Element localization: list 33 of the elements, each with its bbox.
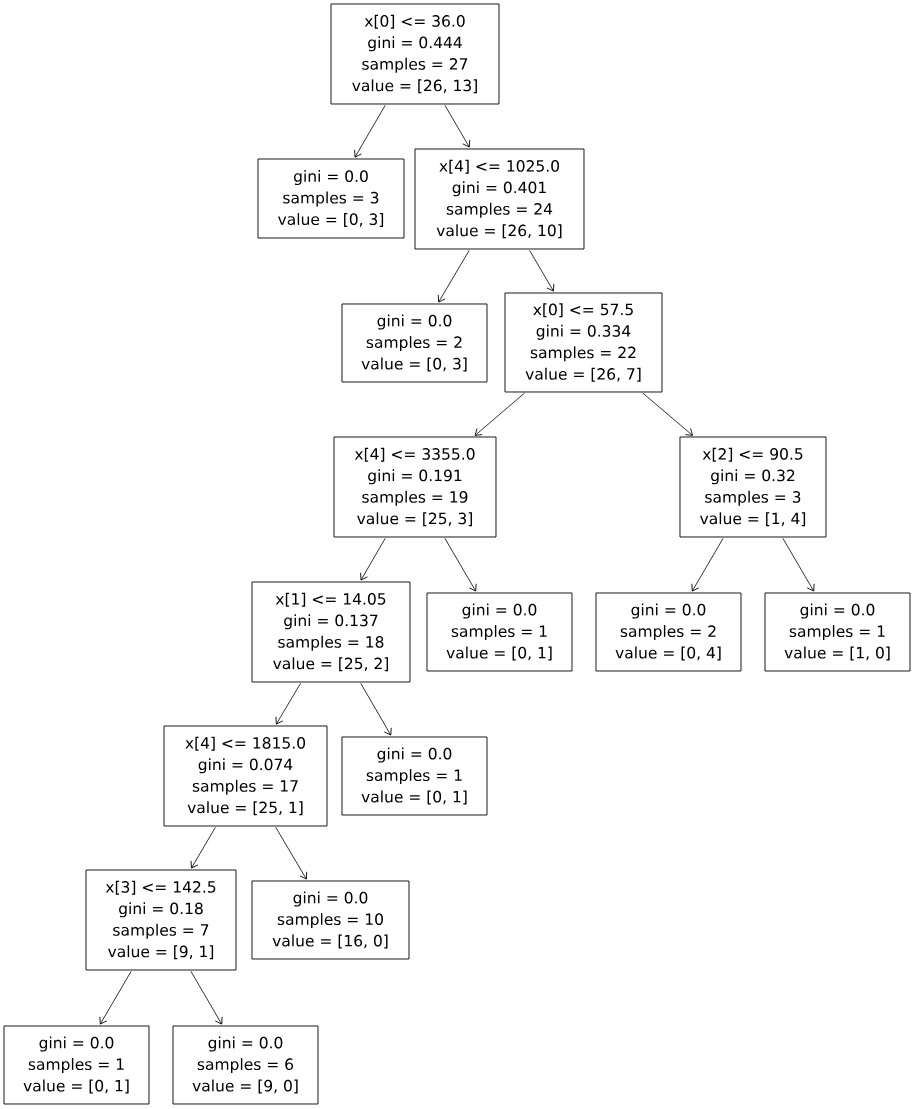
arrow <box>474 392 525 436</box>
arrow <box>782 537 815 592</box>
arrow <box>360 537 386 581</box>
tree-node-box: x[0] <= 57.5 gini = 0.334 samples = 22 value = [26, 7] <box>504 292 663 393</box>
tree-node-box: x[2] <= 90.5 gini = 0.32 samples = 3 value = [1, 4] <box>679 436 827 538</box>
arrow <box>642 392 693 436</box>
tree-node-box: gini = 0.0 samples = 2 value = [0, 3] <box>341 303 488 383</box>
arrow <box>691 537 724 592</box>
tree-node-box: gini = 0.0 samples = 1 value = [0, 1] <box>426 592 573 672</box>
tree-node-box: gini = 0.0 samples = 6 value = [9, 0] <box>172 1025 319 1105</box>
tree-node-box: x[3] <= 142.5 gini = 0.18 samples = 7 value = [9, 1] <box>85 869 237 971</box>
arrow <box>190 970 223 1025</box>
tree-node-box: x[4] <= 1815.0 gini = 0.074 samples = 17 value = [25, 1] <box>163 725 328 827</box>
arrow <box>190 826 216 869</box>
tree-node-box: gini = 0.0 samples = 3 value = [0, 3] <box>257 158 405 239</box>
tree-node-box: gini = 0.0 samples = 10 value = [16, 0] <box>251 880 410 960</box>
tree-node-box: gini = 0.0 samples = 1 value = [0, 1] <box>341 736 488 816</box>
tree-node-box: gini = 0.0 samples = 2 value = [0, 4] <box>595 592 742 672</box>
tree-node-box: x[0] <= 36.0 gini = 0.444 samples = 27 value = [26, 13] <box>330 3 500 105</box>
arrow <box>354 104 386 158</box>
tree-node-box: gini = 0.0 samples = 1 value = [0, 1] <box>3 1025 150 1105</box>
arrow <box>99 970 132 1025</box>
arrow <box>275 826 308 880</box>
tree-node-box: gini = 0.0 samples = 1 value = [1, 0] <box>764 592 911 672</box>
tree-node-box: x[1] <= 14.05 gini = 0.137 samples = 18 value = [25, 2] <box>251 581 411 683</box>
arrow <box>437 249 470 303</box>
arrow <box>529 249 555 292</box>
arrow <box>444 537 477 592</box>
arrow <box>444 104 471 148</box>
arrow <box>275 682 301 725</box>
tree-node-box: x[4] <= 3355.0 gini = 0.191 samples = 19 value = [25, 3] <box>333 436 497 538</box>
arrow <box>360 682 392 736</box>
tree-node-box: x[4] <= 1025.0 gini = 0.401 samples = 24 value = [26, 10] <box>414 148 585 250</box>
